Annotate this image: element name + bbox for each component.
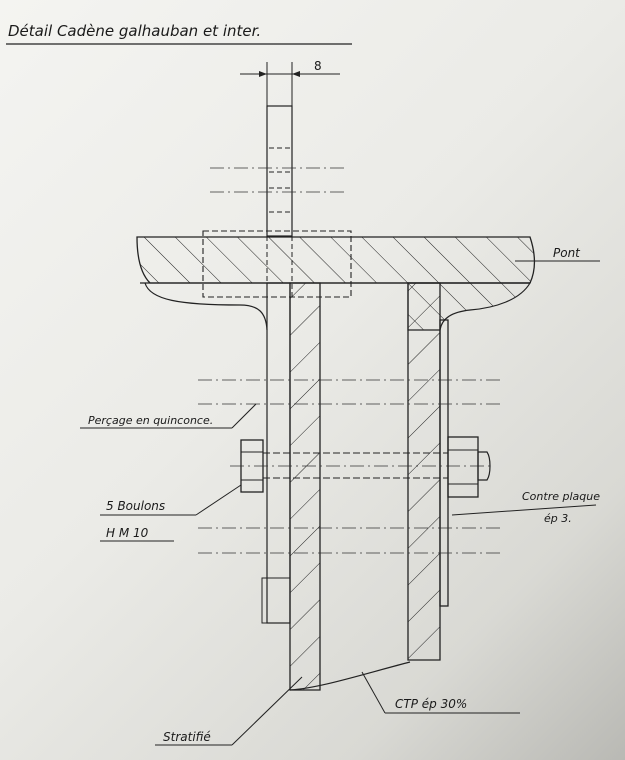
contre-plaque-label-2: ép 3. <box>544 512 572 525</box>
label-pont: Pont <box>515 246 600 262</box>
bolt-assembly <box>230 436 492 498</box>
drawing-title: Détail Cadène galhauban et inter. <box>8 22 261 40</box>
label-stratifie: Stratifié <box>155 676 303 746</box>
label-ctp: CTP ép 30% <box>361 671 520 714</box>
dimension-8: 8 <box>240 59 340 108</box>
chainplate-upper <box>210 105 345 237</box>
deck-fillet <box>144 282 532 331</box>
dimension-value: 8 <box>314 59 322 73</box>
title-block: Détail Cadène galhauban et inter. <box>6 22 352 45</box>
deck-section <box>136 230 536 300</box>
centerlines <box>198 379 500 554</box>
ctp-label: CTP ép 30% <box>395 697 467 711</box>
percage-label: Perçage en quinconce. <box>88 414 213 427</box>
label-contre-plaque: Contre plaque ép 3. <box>451 490 600 525</box>
boulons-label-2: H M 10 <box>106 526 149 540</box>
pont-label: Pont <box>553 246 581 260</box>
stratifie-label: Stratifié <box>163 730 211 744</box>
label-percage: Perçage en quinconce. <box>80 403 257 429</box>
laminate-layer <box>261 282 321 691</box>
contre-plaque-label-1: Contre plaque <box>522 490 600 503</box>
backing-plate <box>439 319 449 607</box>
boulons-label-1: 5 Boulons <box>106 499 165 513</box>
label-boulons: 5 Boulons H M 10 <box>100 484 242 542</box>
